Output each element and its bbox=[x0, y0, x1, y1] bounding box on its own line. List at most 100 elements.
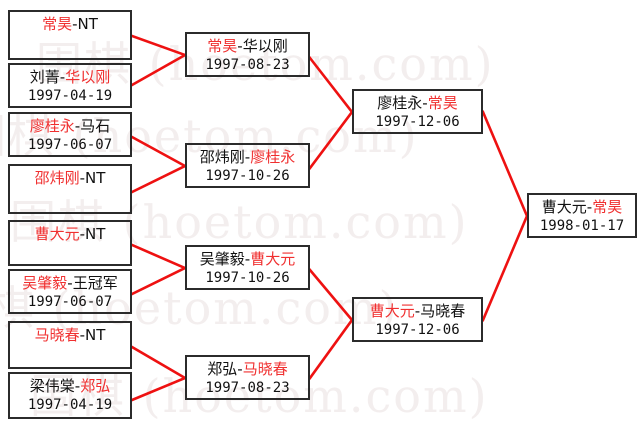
player-separator: - bbox=[244, 148, 251, 166]
player-separator: - bbox=[422, 94, 428, 112]
player-winner: 马晓春 bbox=[242, 360, 288, 378]
player-loser: 马晓春 bbox=[420, 302, 466, 320]
match-players: 曹大元-常昊 bbox=[542, 198, 622, 217]
player-winner: 曹大元 bbox=[250, 250, 296, 268]
connector-sf2-to-final bbox=[481, 214, 529, 322]
match-players: 马晓春-NT bbox=[35, 326, 106, 345]
match-date: 1997-04-19 bbox=[27, 397, 113, 413]
player-loser: NT bbox=[85, 225, 106, 243]
match-box-round-1-7[interactable]: 马晓春-NT bbox=[8, 321, 132, 369]
match-date: 1997-10-26 bbox=[205, 168, 290, 184]
connector-r2m2-to-sf1 bbox=[308, 110, 354, 170]
player-winner: 常昊 bbox=[592, 198, 623, 216]
match-players: 廖桂永-马石 bbox=[30, 117, 110, 136]
match-players: 邵炜刚-NT bbox=[35, 169, 106, 188]
player-separator: - bbox=[586, 198, 593, 216]
match-players: 吴肇毅-王冠军 bbox=[22, 274, 117, 293]
player-separator: - bbox=[59, 68, 66, 86]
player-loser: 廖桂永 bbox=[377, 94, 423, 112]
match-box-round-1-5[interactable]: 曹大元-NT bbox=[8, 220, 132, 266]
player-loser: NT bbox=[77, 15, 98, 33]
player-winner: 常昊 bbox=[42, 15, 73, 33]
player-separator: - bbox=[72, 15, 78, 33]
connector-r1m6-to-r2m3 bbox=[130, 266, 187, 296]
connector-r1m4-to-r2m2 bbox=[130, 164, 187, 194]
match-players: 曹大元-马晓春 bbox=[370, 302, 465, 321]
match-box-round-1-4[interactable]: 邵炜刚-NT bbox=[8, 164, 132, 214]
player-separator: - bbox=[67, 274, 73, 292]
connector-r1m1-to-r2m1 bbox=[130, 34, 187, 57]
match-players: 梁伟棠-郑弘 bbox=[30, 377, 110, 396]
connector-r2m1-to-sf1 bbox=[308, 56, 354, 114]
connector-r2m3-to-sf2 bbox=[308, 268, 354, 322]
match-players: 廖桂永-常昊 bbox=[377, 94, 457, 113]
player-separator: - bbox=[79, 326, 86, 344]
match-date: 1997-06-07 bbox=[27, 294, 113, 310]
player-loser: NT bbox=[85, 169, 106, 187]
player-separator: - bbox=[74, 377, 81, 395]
player-separator: - bbox=[79, 225, 86, 243]
connector-r1m2-to-r2m1 bbox=[130, 53, 187, 87]
player-loser: 邵炜刚 bbox=[199, 148, 245, 166]
player-separator: - bbox=[74, 117, 81, 135]
player-loser: 刘菁 bbox=[29, 68, 60, 86]
match-box-round-1-1[interactable]: 常昊-NT bbox=[8, 10, 132, 60]
player-winner: 曹大元 bbox=[369, 302, 415, 320]
match-date: 1997-06-07 bbox=[27, 137, 113, 153]
connector-r1m8-to-r2m4 bbox=[130, 376, 187, 402]
player-winner: 华以刚 bbox=[65, 68, 111, 86]
player-separator: - bbox=[79, 169, 86, 187]
match-date: 1997-08-23 bbox=[205, 380, 290, 396]
player-loser: 吴肇毅 bbox=[199, 250, 245, 268]
connector-r1m5-to-r2m3 bbox=[130, 243, 187, 270]
match-date: 1998-01-17 bbox=[539, 218, 625, 234]
player-separator: - bbox=[237, 360, 243, 378]
connector-r1m3-to-r2m2 bbox=[130, 135, 187, 168]
connector-sf1-to-final bbox=[481, 110, 529, 218]
player-loser: NT bbox=[85, 326, 106, 344]
player-separator: - bbox=[237, 37, 243, 55]
player-winner: 曹大元 bbox=[34, 225, 80, 243]
player-loser: 王冠军 bbox=[72, 274, 118, 292]
player-winner: 郑弘 bbox=[80, 377, 111, 395]
player-loser: 曹大元 bbox=[541, 198, 587, 216]
match-players: 曹大元-NT bbox=[35, 225, 106, 244]
player-winner: 吴肇毅 bbox=[22, 274, 68, 292]
player-loser: 华以刚 bbox=[242, 37, 288, 55]
player-winner: 常昊 bbox=[427, 94, 458, 112]
player-separator: - bbox=[244, 250, 251, 268]
player-winner: 廖桂永 bbox=[29, 117, 75, 135]
match-players: 吴肇毅-曹大元 bbox=[200, 250, 295, 269]
match-players: 郑弘-马晓春 bbox=[207, 360, 287, 379]
match-date: 1997-12-06 bbox=[375, 322, 460, 338]
connector-r1m7-to-r2m4 bbox=[130, 345, 187, 380]
player-separator: - bbox=[414, 302, 421, 320]
match-players: 刘菁-华以刚 bbox=[30, 68, 110, 87]
player-winner: 廖桂永 bbox=[250, 148, 296, 166]
player-loser: 郑弘 bbox=[207, 360, 238, 378]
player-winner: 常昊 bbox=[207, 37, 238, 55]
match-players: 邵炜刚-廖桂永 bbox=[200, 148, 295, 167]
match-players: 常昊-华以刚 bbox=[207, 37, 287, 56]
player-loser: 梁伟棠 bbox=[29, 377, 75, 395]
match-players: 常昊-NT bbox=[42, 15, 98, 34]
player-loser: 马石 bbox=[80, 117, 111, 135]
player-winner: 邵炜刚 bbox=[34, 169, 80, 187]
player-winner: 马晓春 bbox=[34, 326, 80, 344]
match-date: 1997-12-06 bbox=[375, 114, 460, 130]
connector-r2m4-to-sf2 bbox=[308, 318, 354, 380]
match-date: 1997-04-19 bbox=[27, 88, 113, 104]
